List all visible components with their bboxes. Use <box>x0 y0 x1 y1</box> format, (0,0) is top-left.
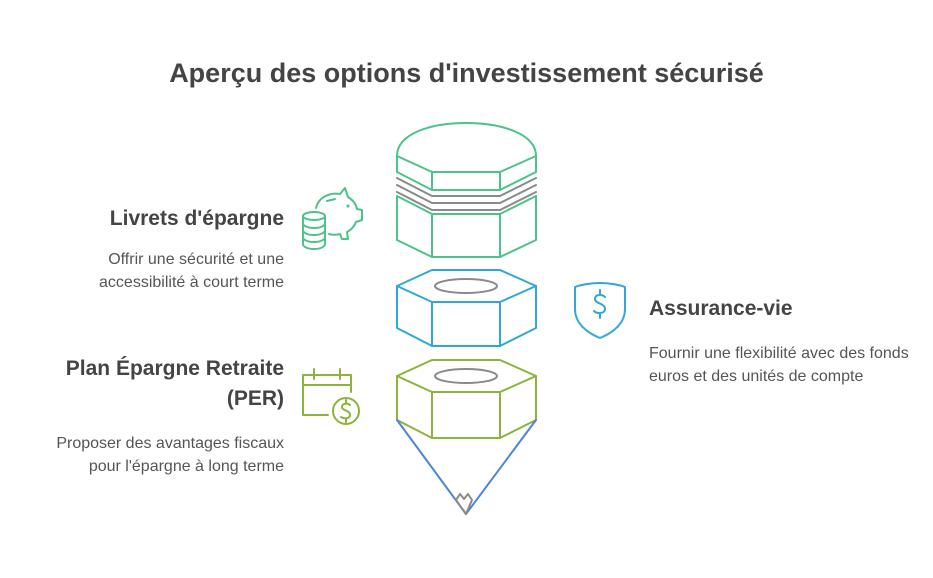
per-title: Plan Épargne Retraite (PER) <box>65 357 284 410</box>
pencil-tip <box>396 419 537 515</box>
assurance-vie-title: Assurance-vie <box>649 297 793 320</box>
pencil-eraser-segment <box>396 122 537 258</box>
livrets-epargne-title: Livrets d'épargne <box>109 207 284 230</box>
calendar-dollar-icon <box>302 368 360 425</box>
piggy-bank-coins-icon <box>302 187 363 250</box>
middle-nut-hole <box>434 278 498 294</box>
lower-nut-hole <box>434 368 498 384</box>
pencil-lower-nut-segment <box>396 359 537 439</box>
page-title: Aperçu des options d'investissement sécu… <box>169 58 764 88</box>
pencil-middle-nut-segment <box>396 269 537 347</box>
assurance-vie-description: Fournir une flexibilité avec des fonds e… <box>649 345 909 385</box>
pencil-ferrule-bands <box>396 177 537 211</box>
shield-dollar-icon <box>574 282 626 339</box>
livrets-epargne-description: Offrir une sécurité et une accessibilité… <box>99 251 284 291</box>
pencil-tip-point <box>455 493 473 515</box>
per-description: Proposer des avantages fiscaux pour l'ép… <box>56 435 284 475</box>
